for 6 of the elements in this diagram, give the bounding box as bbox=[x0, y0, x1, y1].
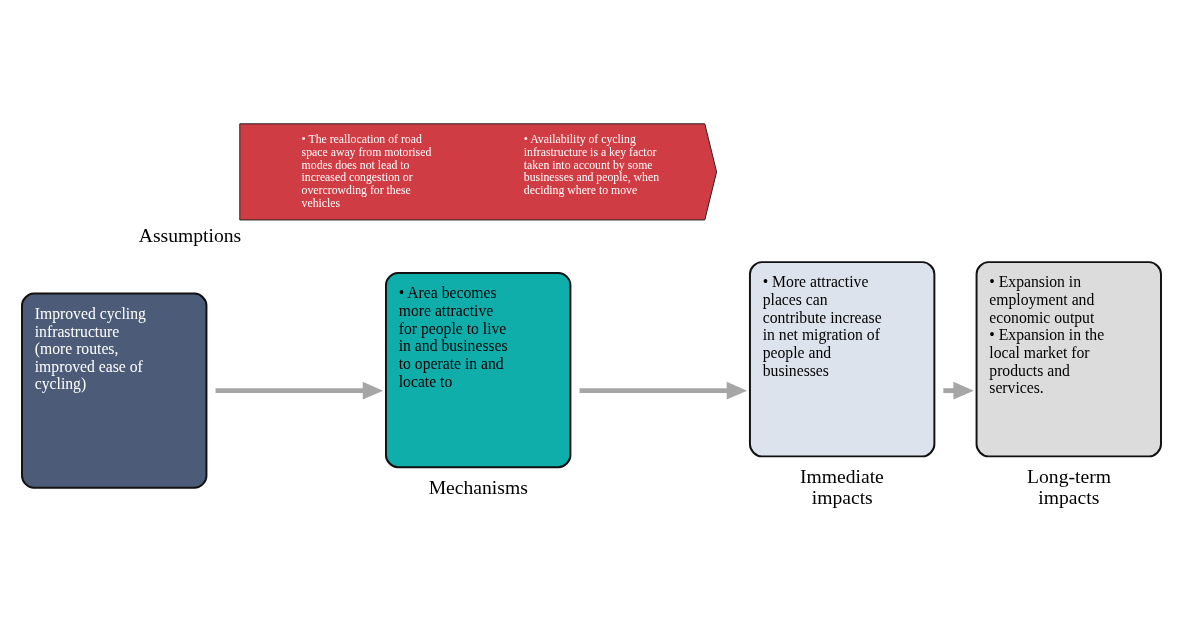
node-label: Immediate impacts bbox=[799, 465, 884, 509]
arrow bbox=[579, 381, 748, 400]
node-label: Long-term impacts bbox=[1027, 465, 1111, 509]
node-label: Assumptions bbox=[138, 224, 242, 246]
arrow bbox=[215, 381, 384, 400]
node-label: Mechanisms bbox=[428, 476, 528, 498]
